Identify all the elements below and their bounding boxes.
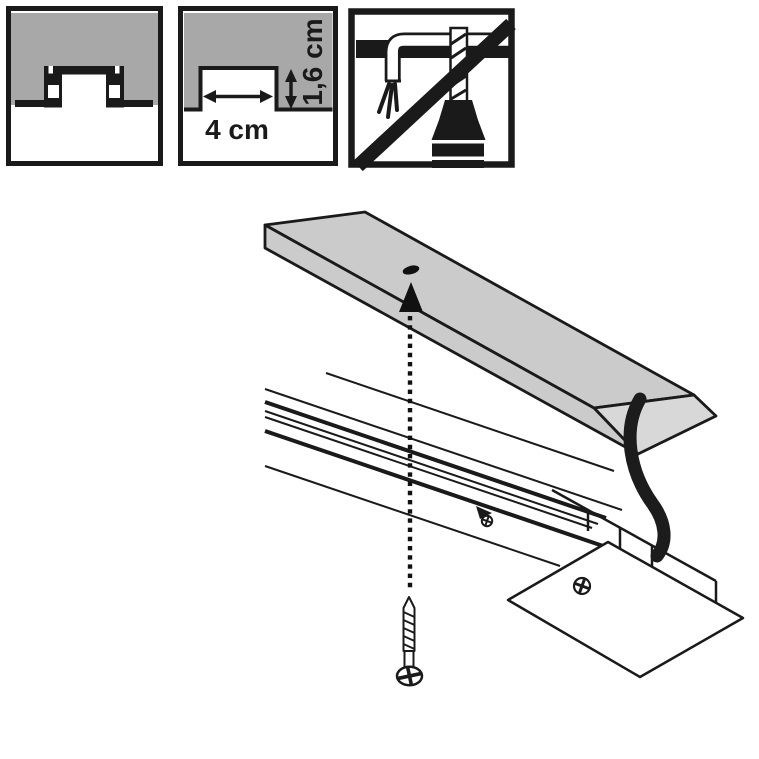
channel-screw-icon (476, 506, 494, 528)
profile-cross-section-icon (6, 6, 163, 166)
mounting-screw-icon (395, 596, 424, 687)
no-drilling-warning-icon (348, 8, 516, 172)
end-cover-plate (506, 540, 745, 679)
groove-depth-label: 1,6 cm (297, 18, 328, 105)
groove-dimensions-icon: 4 cm 1,6 cm (178, 6, 338, 166)
prohibition-line (353, 18, 516, 172)
warning-box-border (348, 8, 515, 168)
mounting-hole (402, 265, 420, 275)
cover-panel (263, 210, 718, 456)
width-arrow (203, 90, 273, 103)
profile-box-border (6, 6, 163, 166)
track-rail (264, 372, 623, 567)
depth-arrow (285, 69, 297, 109)
dotted-alignment-line (399, 282, 423, 592)
hidden-cable-icon (377, 32, 509, 119)
power-cable (623, 392, 671, 563)
groove-width-label: 4 cm (205, 114, 269, 145)
cover-plate-screw-icon (572, 576, 592, 596)
main-illustration (263, 210, 745, 687)
groove-box-border (178, 6, 338, 166)
